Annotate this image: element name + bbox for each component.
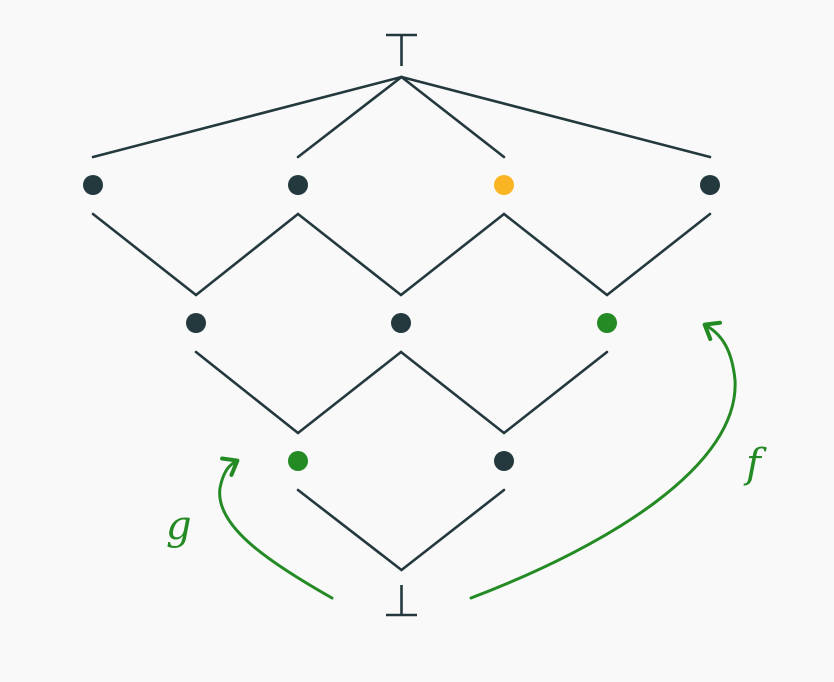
edge-b2-c1	[296, 350, 403, 435]
bottom-symbol	[386, 585, 417, 617]
edge-a4-b3	[605, 212, 712, 297]
lattice-edges	[91, 75, 712, 572]
node-c1-green	[288, 451, 308, 471]
arrow-f	[469, 320, 737, 600]
edge-a2-b2	[296, 212, 403, 297]
edge-a3-b2	[399, 212, 506, 297]
node-a3-yellow	[494, 175, 514, 195]
arrow-g	[218, 456, 334, 600]
edge-b2-c2	[399, 350, 506, 435]
node-a2	[288, 175, 308, 195]
node-a4	[700, 175, 720, 195]
edge-top-a4	[400, 75, 712, 159]
node-a1	[83, 175, 103, 195]
edge-top-a1	[91, 75, 403, 159]
node-b1	[186, 313, 206, 333]
edge-c2-bottom	[400, 488, 506, 572]
arrow-f-label: f	[743, 441, 767, 487]
node-c2	[494, 451, 514, 471]
edge-c1-bottom	[296, 488, 403, 572]
edge-b1-c1	[194, 350, 300, 435]
arrow-g-label: g	[166, 503, 192, 549]
top-symbol	[386, 33, 417, 66]
edge-b3-c2	[502, 350, 609, 435]
edge-a1-b1	[91, 212, 198, 297]
edge-a2-b1	[194, 212, 300, 297]
node-b2	[391, 313, 411, 333]
edge-top-a3	[400, 75, 506, 159]
edge-top-a2	[296, 75, 403, 159]
lattice-nodes	[83, 175, 720, 471]
edge-a3-b3	[502, 212, 609, 297]
node-b3-green	[597, 313, 617, 333]
